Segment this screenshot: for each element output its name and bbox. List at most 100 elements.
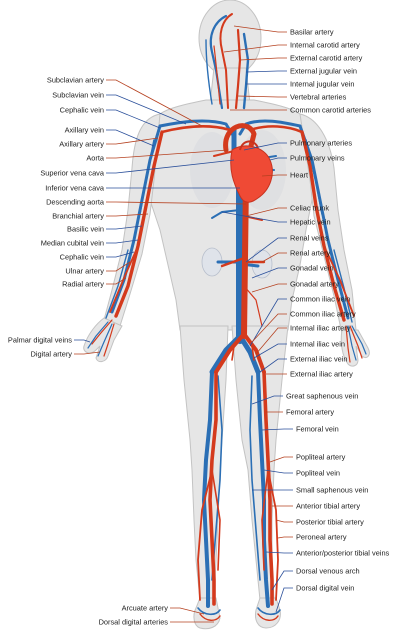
leader-palmar-digital-veins <box>74 339 91 343</box>
leader-descending-aorta <box>106 201 247 205</box>
label-pulmonary-veins: Pulmonary veins <box>290 154 345 163</box>
label-renal-artery: Renal artery <box>290 249 331 258</box>
label-posterior-tibial-artery: Posterior tibial artery <box>296 518 364 527</box>
leader-axillary-artery <box>106 137 159 145</box>
label-anterior-tibial-artery: Anterior tibial artery <box>296 502 360 511</box>
label-cephalic-vein-lower: Cephalic vein <box>60 253 104 262</box>
label-peroneal-artery: Peroneal artery <box>296 533 347 542</box>
leader-pulmonary-veins <box>269 157 287 161</box>
leader-popliteal-vein <box>263 469 293 474</box>
label-median-cubital-vein: Median cubital vein <box>41 239 104 248</box>
label-small-saphenous-vein: Small saphenous vein <box>296 486 368 495</box>
leader-internal-carotid-artery <box>223 44 287 53</box>
leader-vertebral-arteries <box>237 95 287 98</box>
label-digital-artery: Digital artery <box>31 350 73 359</box>
label-internal-iliac-artery: Internal iliac artery <box>290 324 351 333</box>
right-hand <box>83 317 123 363</box>
label-common-iliac-artery: Common iliac artery <box>290 310 356 319</box>
leader-branchial-artery <box>106 213 149 217</box>
label-internal-iliac-vein: Internal iliac vein <box>290 340 345 349</box>
label-hepatic-vein: Hepatic vein <box>290 218 331 227</box>
label-gonadal-artery: Gonadal artery <box>290 280 339 289</box>
leader-ulnar-artery <box>106 261 131 272</box>
label-dorsal-digital-vein: Dorsal digital vein <box>296 584 354 593</box>
heart-shape <box>230 145 273 203</box>
label-superior-vena-cava: Superior vena cava <box>40 169 105 178</box>
label-femoral-artery: Femoral artery <box>286 408 334 417</box>
leader-radial-artery <box>106 277 127 285</box>
leader-external-iliac-vein <box>259 358 287 373</box>
head <box>198 0 262 77</box>
heart-organ <box>230 140 273 203</box>
label-dorsal-venous-arch: Dorsal venous arch <box>296 567 360 576</box>
label-axillary-artery: Axillary artery <box>59 140 104 149</box>
label-branchial-artery: Branchial artery <box>52 212 104 221</box>
label-femoral-vein: Femoral vein <box>296 425 339 434</box>
left-leg <box>231 325 289 601</box>
label-popliteal-artery: Popliteal artery <box>296 453 346 462</box>
leader-gonadal-vein <box>251 267 287 279</box>
leader-lines <box>74 25 293 623</box>
label-axillary-vein: Axillary vein <box>65 126 104 135</box>
leader-gonadal-artery <box>251 283 287 293</box>
leader-hepatic-vein <box>221 211 287 223</box>
leader-posterior-tibial-artery <box>275 519 293 523</box>
label-internal-jugular-vein: Internal jugular vein <box>290 80 355 89</box>
leader-common-iliac-artery <box>251 313 287 343</box>
label-gonadal-vein: Gonadal vein <box>290 264 334 273</box>
leader-digital-artery <box>74 351 101 355</box>
label-vertebral-arteries: Vertebral arteries <box>290 93 347 102</box>
leader-median-cubital-vein <box>106 239 139 244</box>
left-foot <box>255 597 281 629</box>
leader-subclavian-vein <box>106 94 187 125</box>
label-external-iliac-vein: External iliac vein <box>290 355 348 364</box>
leader-cephalic-vein-upper <box>106 109 161 129</box>
label-internal-carotid-artery: Internal carotid artery <box>290 41 360 50</box>
leader-pulmonary-arteries <box>243 142 287 151</box>
leader-celiac-trunk <box>245 207 287 217</box>
leader-superior-vena-cava <box>106 159 235 174</box>
label-palmar-digital-veins: Palmar digital veins <box>8 336 72 345</box>
label-external-iliac-artery: External iliac artery <box>290 370 353 379</box>
label-celiac-trunk: Celiac trunk <box>290 204 329 213</box>
label-ulnar-artery: Ulnar artery <box>65 267 104 276</box>
leader-renal-artery <box>261 252 287 263</box>
label-renal-veins: Renal veins <box>290 234 329 243</box>
leader-aorta <box>106 149 229 159</box>
label-basilar-artery: Basilar artery <box>290 28 334 37</box>
leader-internal-iliac-artery <box>255 327 287 355</box>
leader-subclavian-artery <box>106 79 203 127</box>
label-cephalic-vein-upper: Cephalic vein <box>60 106 104 115</box>
left-hand <box>340 329 370 367</box>
leader-common-iliac-vein <box>249 298 287 347</box>
label-common-iliac-vein: Common iliac vein <box>290 295 350 304</box>
label-aorta: Aorta <box>86 154 105 163</box>
label-descending-aorta: Descending aorta <box>46 198 105 207</box>
label-heart: Heart <box>290 171 308 180</box>
leader-external-carotid-artery <box>239 57 287 61</box>
label-basilic-vein: Basilic vein <box>67 225 104 234</box>
leader-basilar-artery <box>233 25 287 33</box>
label-inferior-vena-cava: Inferior vena cava <box>45 184 105 193</box>
leader-internal-iliac-vein <box>253 343 287 359</box>
label-common-carotid-arteries: Common carotid arteries <box>290 106 371 115</box>
leader-renal-veins <box>245 237 287 263</box>
leader-popliteal-artery <box>269 456 293 463</box>
label-great-saphenous-vein: Great saphenous vein <box>286 392 358 401</box>
leader-great-saphenous-vein <box>251 395 283 405</box>
label-subclavian-vein: Subclavian vein <box>52 91 104 100</box>
leader-femoral-vein <box>261 428 293 431</box>
label-subclavian-artery: Subclavian artery <box>47 76 104 85</box>
leader-cephalic-vein-lower <box>106 251 135 258</box>
label-popliteal-vein: Popliteal vein <box>296 469 340 478</box>
label-arcuate-artery: Arcuate artery <box>122 604 169 613</box>
label-pulmonary-arteries: Pulmonary arteries <box>290 139 352 148</box>
leader-peroneal-artery <box>277 536 293 539</box>
leader-anterior-posterior-tibial-veins <box>265 551 293 554</box>
label-external-jugular-vein: External jugular vein <box>290 67 357 76</box>
leader-dorsal-digital-vein <box>275 587 293 613</box>
leader-external-jugular-vein <box>245 70 287 73</box>
label-dorsal-digital-arteries: Dorsal digital arteries <box>99 618 169 627</box>
